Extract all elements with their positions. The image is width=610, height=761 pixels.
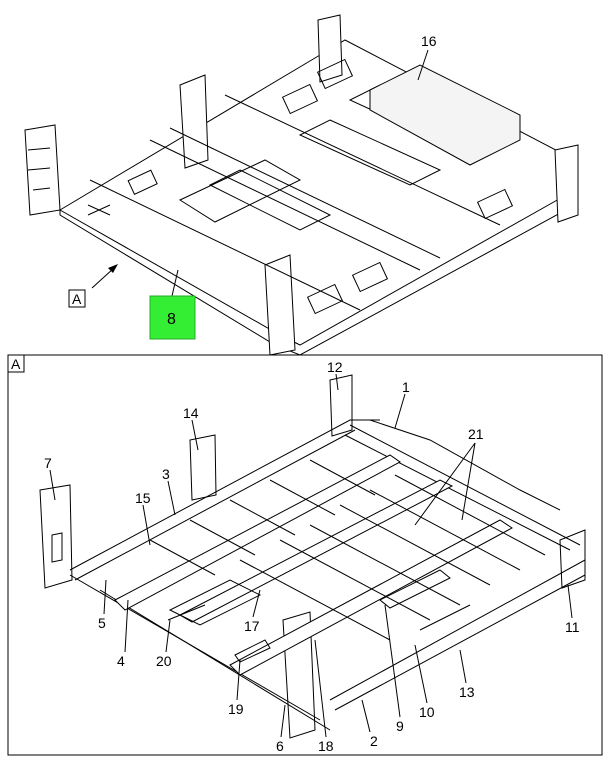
callout-20[interactable]: 20 bbox=[156, 653, 172, 669]
callout-3[interactable]: 3 bbox=[162, 466, 170, 482]
callout-2[interactable]: 2 bbox=[370, 733, 378, 749]
callout-8[interactable]: 8 bbox=[167, 311, 176, 328]
callout-8-highlight[interactable] bbox=[149, 295, 196, 340]
callout-leaders bbox=[49, 373, 573, 738]
callout-11[interactable]: 11 bbox=[565, 619, 580, 635]
callout-19[interactable]: 19 bbox=[228, 701, 244, 717]
callout-13[interactable]: 13 bbox=[459, 684, 475, 700]
detail-view-title: A bbox=[11, 356, 21, 372]
callout-14[interactable]: 14 bbox=[183, 405, 199, 421]
callout-9[interactable]: 9 bbox=[396, 718, 404, 734]
callout-16-leader bbox=[417, 49, 429, 81]
callout-17[interactable]: 17 bbox=[244, 618, 260, 634]
callout-10[interactable]: 10 bbox=[419, 704, 435, 720]
view-marker-label: A bbox=[72, 291, 82, 307]
callout-12[interactable]: 12 bbox=[327, 359, 343, 375]
callout-1[interactable]: 1 bbox=[402, 379, 410, 395]
callout-15[interactable]: 15 bbox=[135, 490, 151, 506]
view-marker-box bbox=[68, 289, 86, 308]
callout-21[interactable]: 21 bbox=[468, 426, 484, 442]
callout-6[interactable]: 6 bbox=[276, 738, 284, 754]
callout-7[interactable]: 7 bbox=[44, 455, 52, 471]
detail-view-tag bbox=[7, 354, 25, 373]
callout-8-leader bbox=[171, 269, 179, 297]
callout-18[interactable]: 18 bbox=[318, 738, 334, 754]
frame-structure bbox=[39, 374, 586, 739]
callout-16: 16 bbox=[421, 33, 437, 49]
view-direction-arrow bbox=[91, 264, 118, 289]
floor-assembly-overview bbox=[24, 14, 579, 356]
callout-4[interactable]: 4 bbox=[117, 653, 125, 669]
callout-5[interactable]: 5 bbox=[98, 615, 106, 631]
